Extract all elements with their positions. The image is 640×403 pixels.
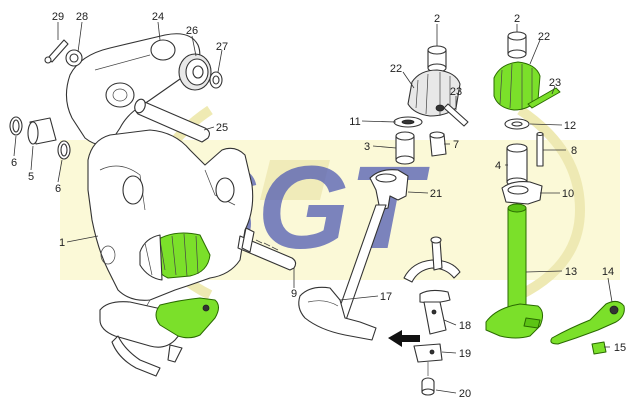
callout-labels: 29 28 24 26 27 25 6 5 6 1 9 2 22 23 11 3…: [11, 11, 626, 400]
callout-27: 27: [216, 41, 228, 53]
part-2-cap-right: [507, 31, 527, 59]
part-24-bracket-arm: [65, 33, 201, 146]
part-3-bushing: [395, 131, 415, 165]
callout-24: 24: [152, 11, 164, 23]
callout-19: 19: [459, 348, 471, 360]
callout-22-right: 22: [538, 31, 550, 43]
part-23-pin-middle: [443, 103, 469, 127]
part-21-clamp: [369, 169, 409, 211]
part-14-lever: [550, 300, 625, 345]
callout-17: 17: [380, 291, 392, 303]
part-10-collar: [501, 181, 543, 205]
part-2-cap-middle: [427, 45, 447, 73]
callout-4: 4: [495, 160, 501, 172]
callout-3: 3: [364, 141, 370, 153]
callout-6-left: 6: [11, 157, 17, 169]
part-5-bushing: [27, 117, 57, 145]
part-11-washer: [393, 116, 423, 128]
part-13-lever-left-assembly: [155, 297, 219, 339]
part-15-screw: [591, 341, 607, 355]
part-6-washer-left: [9, 116, 23, 136]
part-29-pin: [44, 39, 69, 64]
part-25-shaft: [134, 98, 211, 143]
callout-12: 12: [564, 120, 576, 132]
part-19-bracket: [413, 343, 443, 376]
callout-6-right: 6: [55, 183, 61, 195]
callout-23-middle: 23: [450, 86, 462, 98]
part-9-shaft: [237, 227, 297, 271]
part-1-casting: [87, 129, 254, 326]
callout-8: 8: [571, 145, 577, 157]
part-12-washer: [504, 118, 530, 130]
part-26-bearing: [178, 53, 212, 91]
part-20-nut: [421, 377, 435, 396]
part-13-shaft-lever: [485, 203, 544, 339]
callout-26: 26: [186, 25, 198, 37]
callout-2-right: 2: [514, 13, 520, 25]
callout-14: 14: [602, 266, 614, 278]
callout-20: 20: [459, 388, 471, 400]
part-7-sleeve: [429, 131, 447, 157]
direction-arrow: [388, 330, 420, 347]
wreath-right: [517, 105, 586, 300]
part-4-bushing: [506, 143, 528, 187]
callout-2-middle: 2: [434, 13, 440, 25]
part-6-washer-right: [57, 140, 71, 160]
callout-29: 29: [52, 11, 64, 23]
callout-23-right: 23: [549, 77, 561, 89]
leader-lines: [13, 21, 613, 394]
callout-28: 28: [76, 11, 88, 23]
callout-10: 10: [562, 188, 574, 200]
callout-18: 18: [459, 320, 471, 332]
callout-1: 1: [59, 237, 65, 249]
callout-25: 25: [216, 122, 228, 134]
callout-7: 7: [453, 139, 459, 151]
callout-15: 15: [614, 342, 626, 354]
part-17-hook-shaft: [298, 204, 387, 341]
part-22-gear-left-assembly: [139, 232, 211, 281]
part-8-pin: [536, 131, 544, 167]
callout-5: 5: [28, 171, 34, 183]
part-hook-small: [403, 236, 461, 304]
callout-11: 11: [349, 116, 360, 128]
callout-21: 21: [430, 188, 442, 200]
callout-13: 13: [565, 266, 577, 278]
callout-22-middle: 22: [390, 63, 402, 75]
part-18-plate: [423, 301, 447, 335]
part-27-ring: [209, 71, 223, 89]
callout-9: 9: [291, 288, 297, 300]
part-28-washer: [65, 49, 83, 67]
